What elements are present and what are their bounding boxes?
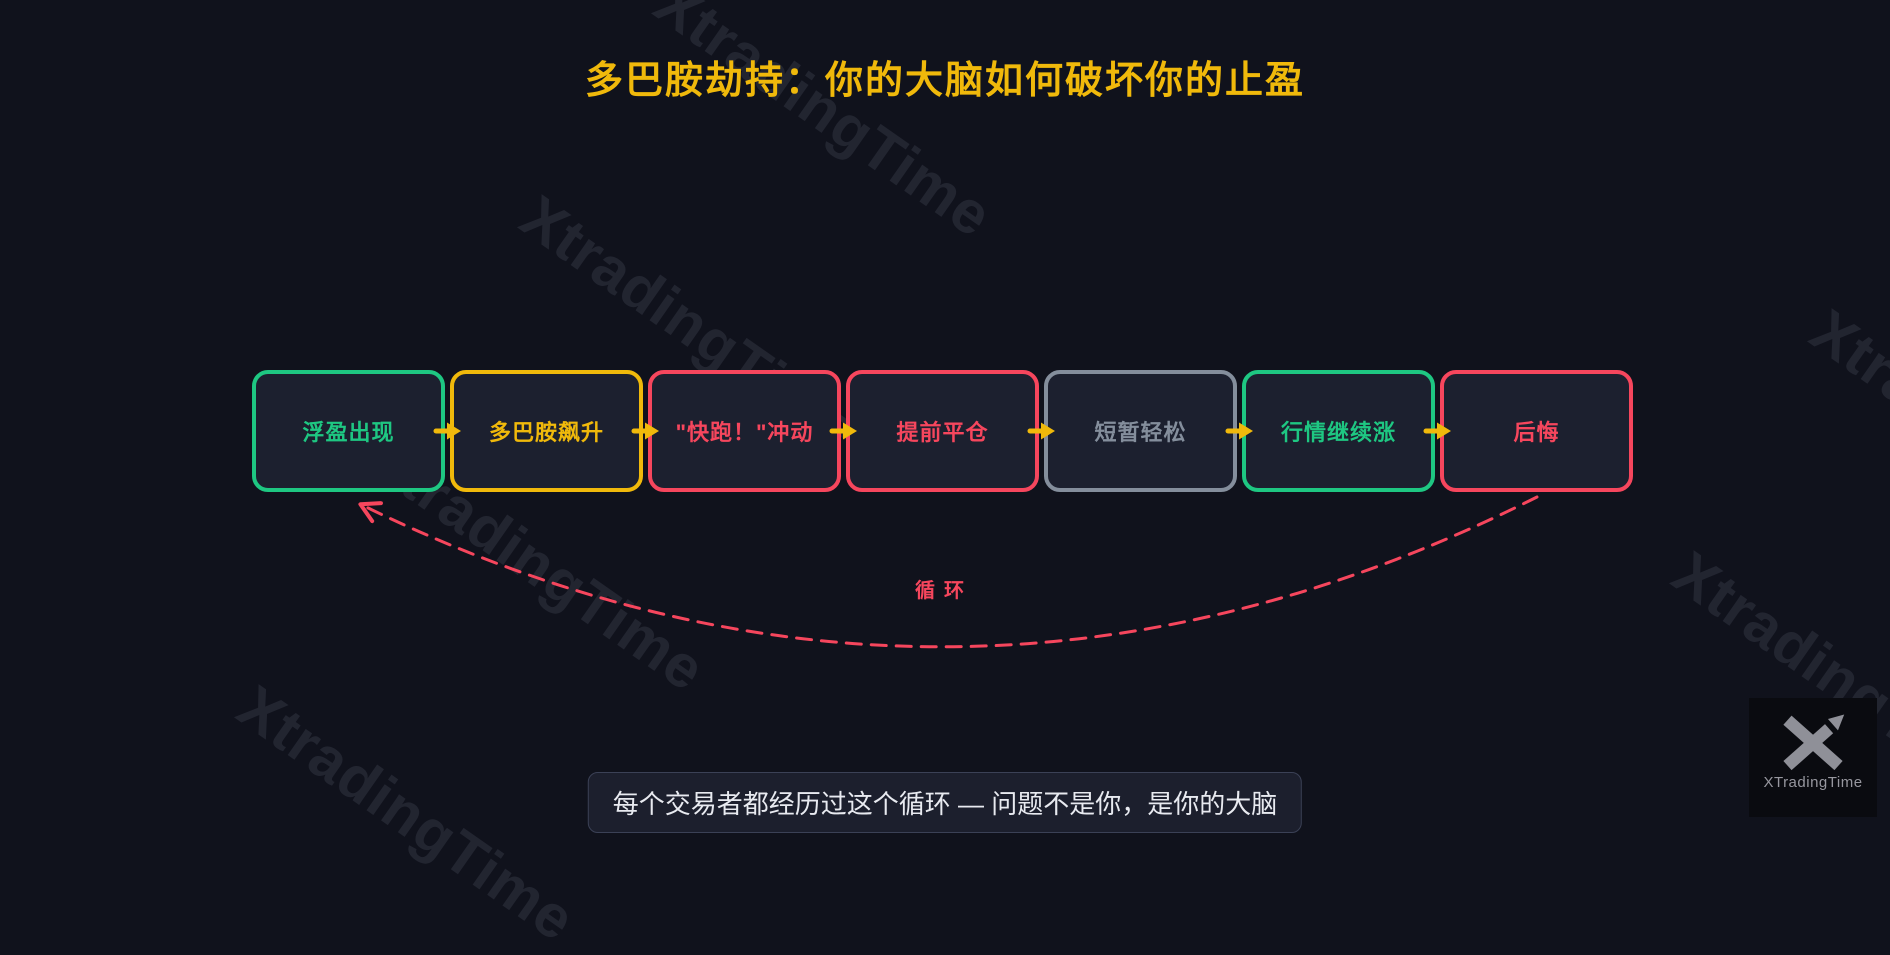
flow-step-2: 多巴胺飙升 (450, 370, 643, 492)
flow-row: 浮盈出现 多巴胺飙升 "快跑！"冲动 提前平仓 短暂轻松 行情继续涨 后悔 (252, 370, 1633, 492)
page-title: 多巴胺劫持：你的大脑如何破坏你的止盈 (584, 60, 1305, 102)
right-arrow-icon (1225, 422, 1253, 440)
flow-step-3: "快跑！"冲动 (648, 370, 841, 492)
logo: XTradingTime (1749, 698, 1877, 817)
right-arrow-icon (1027, 422, 1055, 440)
right-arrow-icon (433, 422, 461, 440)
flow-step-4: 提前平仓 (846, 370, 1039, 492)
flow-step-6: 行情继续涨 (1242, 370, 1435, 492)
x-arrow-logo-icon (1783, 714, 1845, 771)
flow-step-7: 后悔 (1440, 370, 1633, 492)
right-arrow-icon (1423, 422, 1451, 440)
cycle-arrow (358, 495, 1539, 649)
caption: 每个交易者都经历过这个循环 — 问题不是你，是你的大脑 (587, 772, 1303, 833)
cycle-dashed-path (358, 495, 1539, 649)
right-arrow-icon (631, 422, 659, 440)
cycle-label: 循环 (915, 580, 973, 602)
flow-step-5: 短暂轻松 (1044, 370, 1237, 492)
flow-step-1: 浮盈出现 (252, 370, 445, 492)
right-arrow-icon (829, 422, 857, 440)
logo-text: XTradingTime (1763, 774, 1863, 791)
